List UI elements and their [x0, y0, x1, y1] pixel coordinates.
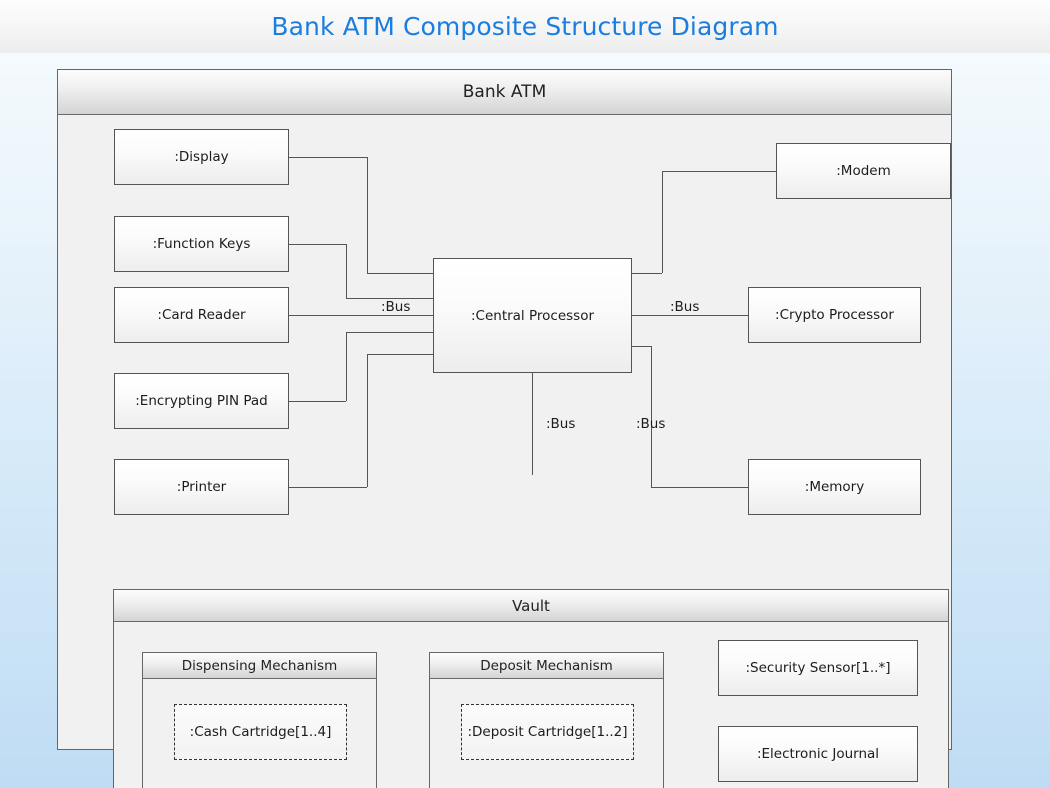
- part-electronic-journal[interactable]: :Electronic Journal: [718, 726, 918, 782]
- part-electronic-journal-label: :Electronic Journal: [756, 746, 880, 762]
- connector-modem-h: [662, 171, 776, 172]
- part-memory-label: :Memory: [804, 479, 865, 495]
- vault-header: Vault: [114, 590, 948, 622]
- title-bar: Bank ATM Composite Structure Diagram: [0, 0, 1050, 53]
- deposit-mechanism-body: :Deposit Cartridge[1..2]: [430, 679, 663, 788]
- part-security-sensor[interactable]: :Security Sensor[1..*]: [718, 640, 918, 696]
- part-modem[interactable]: :Modem: [776, 143, 951, 199]
- part-display[interactable]: :Display: [114, 129, 289, 185]
- vault-frame[interactable]: Vault Dispensing Mechanism :Cash Cartrid…: [113, 589, 949, 788]
- part-function-keys-label: :Function Keys: [152, 236, 251, 252]
- part-central-processor[interactable]: :Central Processor: [433, 258, 632, 373]
- connector-function-keys-h: [289, 244, 346, 245]
- part-printer-label: :Printer: [176, 479, 227, 495]
- connector-memory-v: [651, 346, 652, 487]
- vault-body: Dispensing Mechanism :Cash Cartridge[1..…: [114, 622, 948, 788]
- connector-memory-stub-h: [632, 346, 651, 347]
- part-printer[interactable]: :Printer: [114, 459, 289, 515]
- part-deposit-cartridge[interactable]: :Deposit Cartridge[1..2]: [461, 704, 634, 760]
- part-cash-cartridge[interactable]: :Cash Cartridge[1..4]: [174, 704, 347, 760]
- connector-pin-pad-h: [289, 401, 346, 402]
- connector-bus-stub-3: [346, 332, 433, 333]
- connector-pin-pad-v: [346, 332, 347, 401]
- part-function-keys[interactable]: :Function Keys: [114, 216, 289, 272]
- dispensing-mechanism-header: Dispensing Mechanism: [143, 653, 376, 679]
- page-title: Bank ATM Composite Structure Diagram: [271, 12, 779, 41]
- connector-bus-stub-4: [367, 354, 433, 355]
- deposit-mechanism-title: Deposit Mechanism: [480, 657, 613, 674]
- part-memory[interactable]: :Memory: [748, 459, 921, 515]
- connector-label-bus-right: :Bus: [670, 299, 700, 315]
- connector-display-v: [367, 157, 368, 273]
- connector-crypto-h: [632, 315, 748, 316]
- connector-bus-stub-1: [367, 273, 433, 274]
- bank-atm-frame[interactable]: Bank ATM: [57, 69, 952, 788]
- connector-vault-v: [532, 373, 533, 475]
- connector-label-bus-bottom-left: :Bus: [546, 416, 576, 432]
- part-cash-cartridge-label: :Cash Cartridge[1..4]: [189, 724, 332, 740]
- part-central-processor-label: :Central Processor: [470, 307, 595, 324]
- part-crypto-processor-label: :Crypto Processor: [775, 307, 894, 323]
- connector-bus-stub-2: [346, 298, 433, 299]
- part-card-reader-label: :Card Reader: [157, 307, 246, 323]
- part-encrypting-pin-pad[interactable]: :Encrypting PIN Pad: [114, 373, 289, 429]
- connector-printer-h: [289, 487, 367, 488]
- connector-display-h: [289, 157, 367, 158]
- connector-modem-stub-h: [632, 273, 662, 274]
- deposit-mechanism-frame[interactable]: Deposit Mechanism :Deposit Cartridge[1..…: [429, 652, 664, 788]
- bank-atm-body: :Bus :Bus :Bus :Bus :Display :Function K…: [58, 115, 951, 788]
- part-encrypting-pin-pad-label: :Encrypting PIN Pad: [135, 393, 268, 409]
- part-deposit-cartridge-label: :Deposit Cartridge[1..2]: [467, 724, 628, 740]
- bank-atm-title: Bank ATM: [462, 82, 547, 102]
- part-display-label: :Display: [174, 149, 229, 165]
- connector-printer-v: [367, 354, 368, 487]
- dispensing-mechanism-title: Dispensing Mechanism: [181, 657, 338, 674]
- connector-label-bus-left: :Bus: [381, 299, 411, 315]
- connector-label-bus-bottom-right: :Bus: [636, 416, 666, 432]
- part-crypto-processor[interactable]: :Crypto Processor: [748, 287, 921, 343]
- part-modem-label: :Modem: [836, 163, 891, 179]
- part-security-sensor-label: :Security Sensor[1..*]: [745, 660, 891, 676]
- deposit-mechanism-header: Deposit Mechanism: [430, 653, 663, 679]
- connector-memory-h: [651, 487, 748, 488]
- part-card-reader[interactable]: :Card Reader: [114, 287, 289, 343]
- dispensing-mechanism-frame[interactable]: Dispensing Mechanism :Cash Cartridge[1..…: [142, 652, 377, 788]
- connector-card-reader-h: [289, 315, 433, 316]
- connector-function-keys-v: [346, 244, 347, 298]
- vault-title: Vault: [512, 596, 550, 615]
- connector-modem-v: [662, 171, 663, 273]
- bank-atm-header: Bank ATM: [58, 70, 951, 115]
- dispensing-mechanism-body: :Cash Cartridge[1..4]: [143, 679, 376, 788]
